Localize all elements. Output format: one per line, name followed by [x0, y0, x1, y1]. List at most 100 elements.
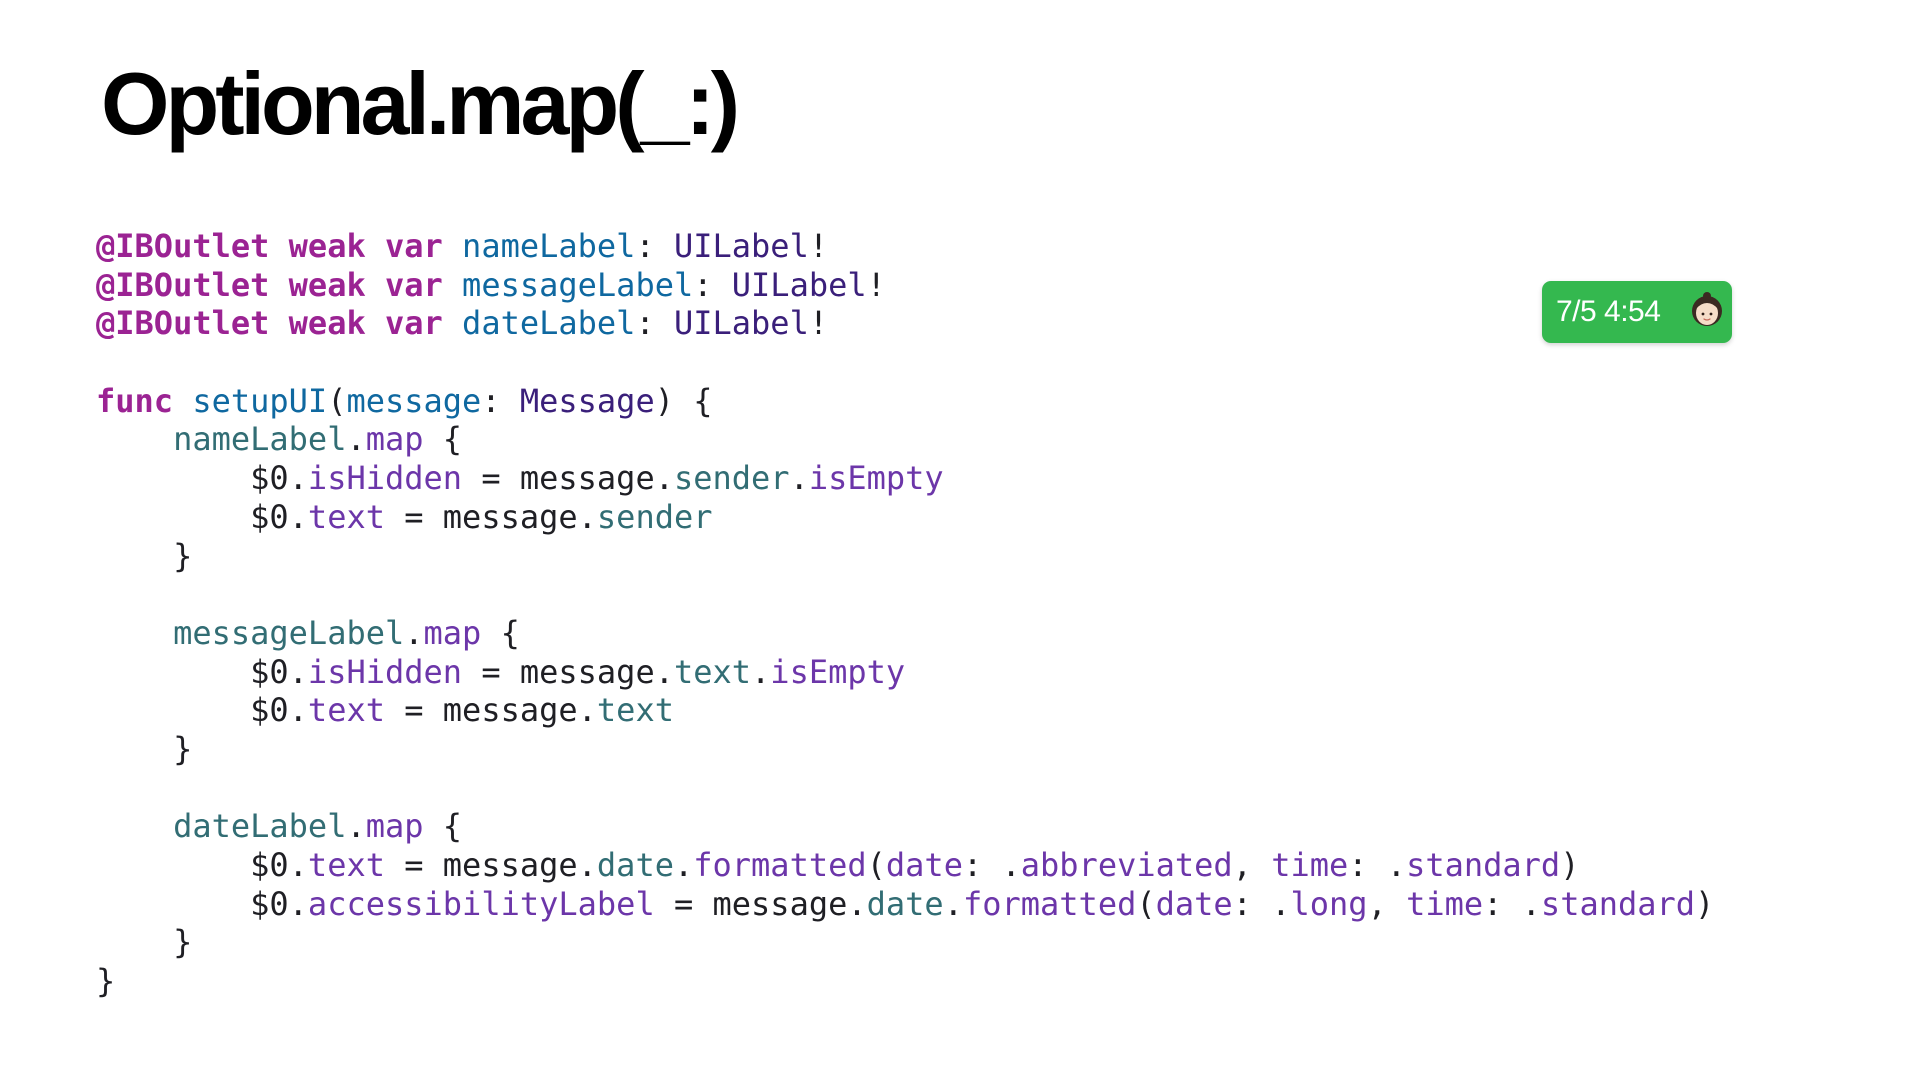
code-token: dateLabel: [173, 807, 347, 846]
code-token: text: [596, 691, 674, 730]
code-token: .: [404, 613, 424, 652]
code-token: text: [307, 846, 385, 884]
code-line: }: [96, 730, 1714, 769]
code-token: :: [635, 227, 674, 265]
code-line: @IBOutlet weak var messageLabel: UILabel…: [96, 266, 1714, 305]
code-token: UILabel: [731, 265, 867, 304]
code-token: date: [866, 884, 944, 923]
code-token: [96, 807, 173, 845]
code-token: !: [866, 265, 886, 304]
code-token: var: [384, 227, 443, 265]
code-token: = message.: [384, 691, 597, 730]
code-line: func setupUI(message: Message) {: [96, 382, 1714, 421]
code-token: :: [481, 381, 520, 420]
code-token: UILabel: [673, 227, 809, 265]
code-token: text: [307, 691, 385, 730]
code-token: setupUI: [192, 381, 328, 420]
code-token: date: [1155, 884, 1233, 923]
code-token: message: [346, 381, 482, 420]
code-token: }: [96, 536, 193, 575]
code-token: (: [1136, 884, 1156, 923]
code-token: map: [365, 807, 424, 846]
code-line: }: [96, 962, 1714, 1001]
code-token: isEmpty: [770, 652, 906, 691]
code-token: ): [1560, 846, 1580, 884]
code-token: UILabel: [673, 304, 809, 343]
code-token: (: [327, 381, 347, 420]
code-token: Message: [519, 381, 655, 420]
girl-avatar-icon: [1692, 292, 1722, 326]
code-token: = message.: [462, 652, 674, 691]
code-token: weak: [288, 227, 366, 265]
code-line: $0.isHidden = message.text.isEmpty: [96, 653, 1714, 692]
code-token: map: [365, 420, 424, 459]
code-line: $0.text = message.text: [96, 691, 1714, 730]
code-token: $0.: [96, 652, 308, 691]
code-token: isHidden: [307, 459, 463, 498]
code-token: [269, 266, 288, 304]
code-token: .: [751, 652, 771, 691]
code-token: [443, 304, 462, 342]
code-token: }: [96, 923, 193, 962]
code-token: weak: [288, 304, 366, 343]
code-token: .: [673, 846, 694, 884]
code-token: = message.: [384, 497, 597, 536]
code-token: sender: [673, 459, 790, 498]
code-token: [443, 266, 462, 304]
code-token: ,: [1232, 846, 1272, 884]
code-token: ) {: [654, 381, 713, 420]
code-token: formatted: [693, 846, 867, 884]
code-token: @IBOutlet: [96, 304, 270, 343]
code-token: long: [1290, 884, 1368, 923]
code-line: @IBOutlet weak var dateLabel: UILabel!: [96, 304, 1714, 343]
code-token: nameLabel: [173, 420, 347, 459]
code-line: [96, 769, 1714, 808]
code-line: [96, 575, 1714, 614]
code-token: ): [1695, 884, 1715, 923]
code-token: [443, 227, 462, 265]
code-token: abbreviated: [1020, 846, 1233, 884]
code-token: = message.: [462, 459, 674, 498]
code-token: $0.: [96, 884, 308, 923]
code-token: @IBOutlet: [96, 227, 270, 265]
code-line: messageLabel.map {: [96, 614, 1714, 653]
code-token: !: [808, 227, 829, 265]
code-token: [173, 382, 192, 420]
slide-title: Optional.map(_:): [101, 54, 740, 153]
code-token: ,: [1367, 884, 1407, 923]
code-token: nameLabel: [462, 227, 636, 265]
code-line: $0.accessibilityLabel = message.date.for…: [96, 885, 1714, 924]
code-token: isHidden: [307, 652, 463, 691]
code-token: standard: [1406, 846, 1561, 884]
code-token: :: [635, 304, 674, 343]
code-token: [366, 227, 385, 265]
code-token: : .: [1348, 846, 1407, 884]
code-token: text: [307, 497, 385, 536]
code-token: @IBOutlet: [96, 265, 270, 304]
code-line: dateLabel.map {: [96, 807, 1714, 846]
code-line: }: [96, 537, 1714, 576]
code-token: time: [1406, 884, 1484, 923]
code-token: [269, 227, 288, 265]
code-token: date: [885, 846, 963, 884]
code-token: text: [673, 652, 752, 691]
code-token: time: [1271, 846, 1349, 884]
code-token: }: [96, 962, 116, 1001]
code-token: {: [481, 613, 520, 652]
code-token: .: [346, 807, 366, 846]
code-token: : .: [962, 846, 1021, 884]
code-token: : .: [1232, 884, 1291, 923]
code-token: accessibilityLabel: [307, 884, 655, 923]
code-token: isEmpty: [808, 459, 944, 498]
code-token: [96, 420, 173, 458]
code-token: .: [789, 459, 809, 498]
code-token: func: [96, 381, 174, 420]
code-token: $0.: [96, 497, 308, 536]
time-badge: 7/5 4:54: [1542, 281, 1732, 343]
code-line: $0.isHidden = message.sender.isEmpty: [96, 459, 1714, 498]
code-token: [269, 304, 288, 342]
code-token: = message.: [384, 846, 597, 884]
code-token: }: [96, 729, 193, 768]
code-token: .: [943, 884, 963, 923]
code-line: $0.text = message.sender: [96, 498, 1714, 537]
